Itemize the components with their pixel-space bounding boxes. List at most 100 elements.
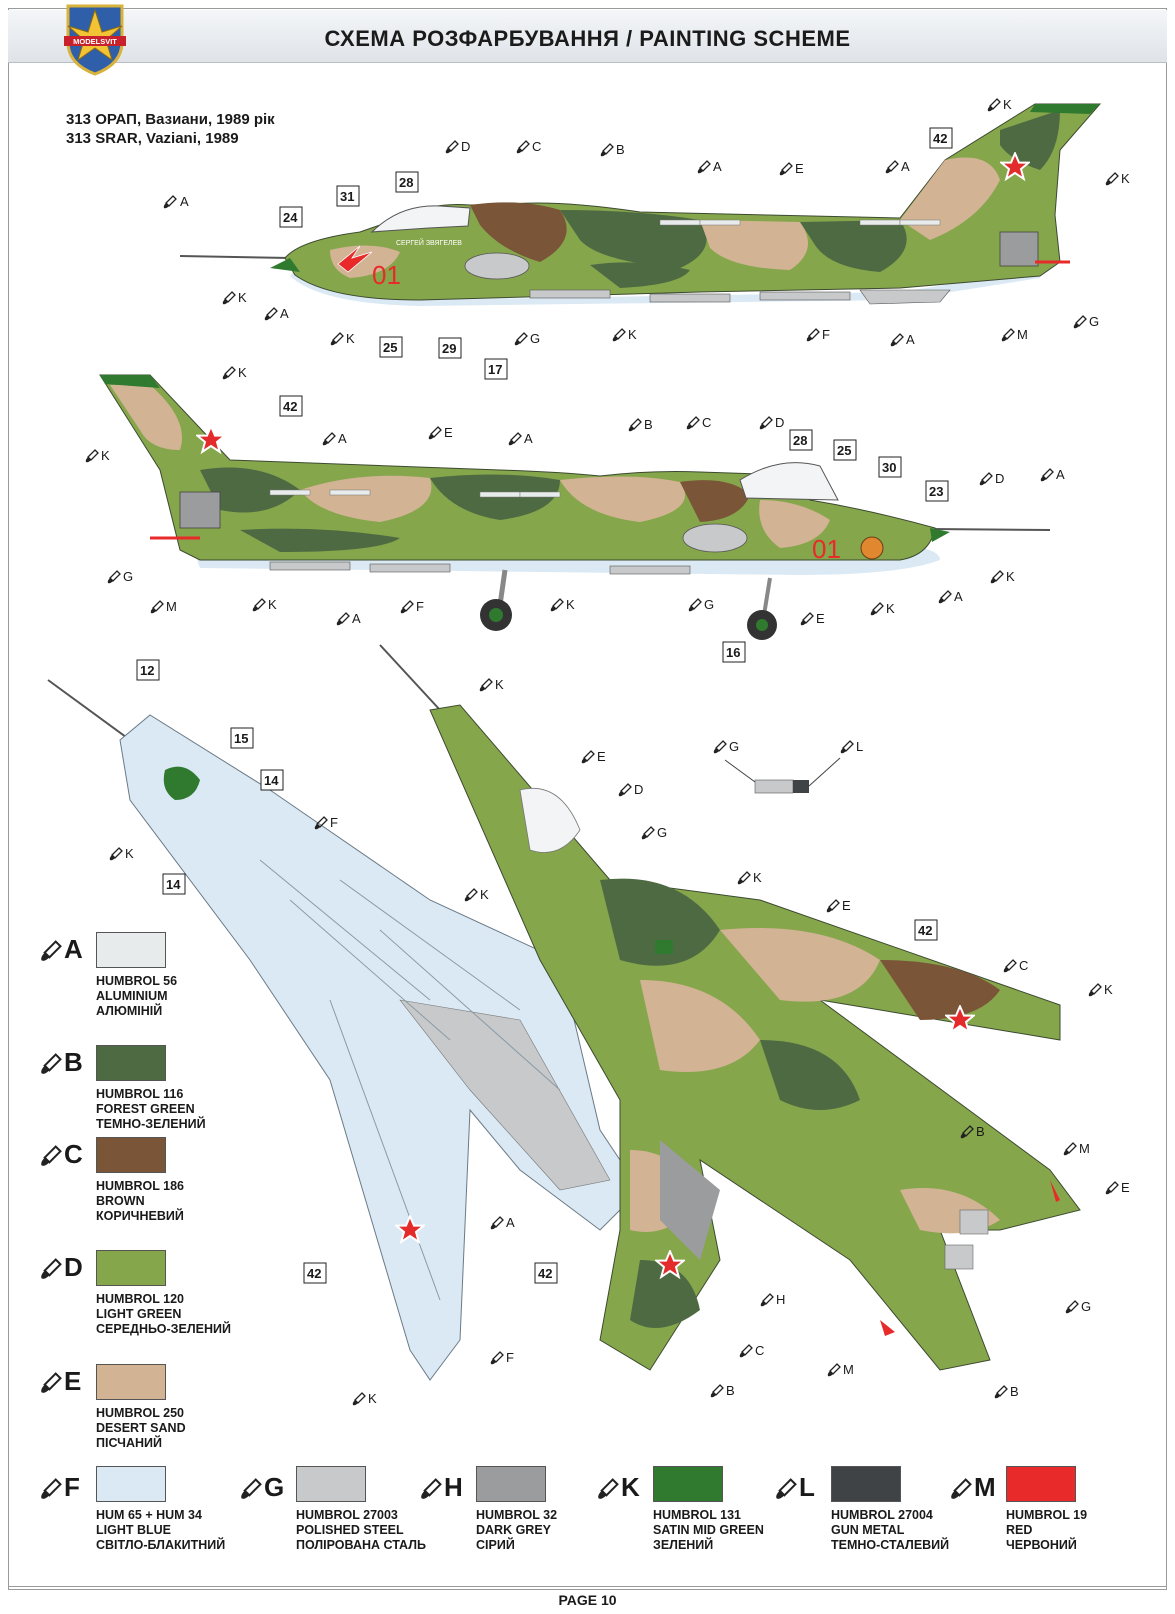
paint-name-en: SATIN MID GREEN (653, 1523, 764, 1537)
paint-letter: M (974, 1472, 996, 1502)
paint-code: HUMBROL 56 (96, 974, 178, 988)
svg-text:K: K (495, 677, 504, 692)
page-number: PAGE 10 (558, 1592, 617, 1608)
decal-box: 25 (833, 439, 857, 461)
paint-letter: E (64, 1366, 82, 1396)
color-swatch (653, 1466, 723, 1502)
svg-text:M: M (1079, 1141, 1090, 1156)
paint-letter: L (799, 1472, 815, 1502)
color-swatch (831, 1466, 901, 1502)
top-callouts: K E D G K E C K B M E G H C B M B G L (479, 677, 1130, 1399)
paint-name-ua: АЛЮМІНІЙ (96, 1004, 163, 1018)
svg-text:F: F (330, 815, 338, 830)
paint-name-en: LIGHT GREEN (96, 1307, 182, 1321)
svg-text:24: 24 (283, 210, 298, 225)
svg-text:C: C (1019, 958, 1028, 973)
top-view (379, 644, 1081, 1371)
svg-text:A: A (180, 194, 189, 209)
svg-text:30: 30 (882, 460, 896, 475)
bottom-callouts: K F K A K F (109, 815, 515, 1406)
svg-text:28: 28 (399, 175, 413, 190)
side2-callouts: K K A E A B C D D A G M K A F G K E K A … (85, 365, 1065, 626)
color-swatch (96, 1364, 166, 1400)
svg-text:K: K (368, 1391, 377, 1406)
decal-box: 28 (789, 429, 813, 451)
svg-text:K: K (125, 846, 134, 861)
svg-text:G: G (1089, 314, 1099, 329)
svg-text:A: A (713, 159, 722, 174)
side1-callouts: A D C B A E A K K A K K G K F A M G (163, 97, 1130, 347)
svg-text:G: G (657, 825, 667, 840)
svg-text:K: K (1121, 171, 1130, 186)
svg-text:25: 25 (383, 340, 397, 355)
paint-name-ua: СЕРЕДНЬО-ЗЕЛЕНИЙ (96, 1322, 231, 1336)
svg-text:G: G (530, 331, 540, 346)
paint-name-en: ALUMINIUM (96, 989, 168, 1003)
paint-name-ua: СІРИЙ (476, 1538, 515, 1552)
page-frame (8, 8, 1167, 1590)
header-bar: СХЕМА РОЗФАРБУВАННЯ / PAINTING SCHEME (8, 10, 1167, 63)
paint-name-ua: КОРИЧНЕВИЙ (96, 1209, 184, 1223)
paint-code: HUMBROL 186 (96, 1179, 184, 1193)
svg-text:E: E (597, 749, 606, 764)
svg-text:42: 42 (538, 1266, 552, 1281)
svg-text:28: 28 (793, 433, 807, 448)
svg-text:M: M (843, 1362, 854, 1377)
paint-name-ua: СВІТЛО-БЛАКИТНИЙ (96, 1538, 226, 1552)
footer-divider (8, 1586, 1167, 1587)
paint-name-en: LIGHT BLUE (96, 1523, 171, 1537)
svg-text:B: B (644, 417, 653, 432)
svg-text:F: F (416, 599, 424, 614)
color-swatch (296, 1466, 366, 1502)
side-view-left: 01 СЕРГЕЙ ЗВЯГЕЛЕВ (179, 103, 1102, 306)
brush-icon (40, 940, 62, 966)
svg-text:E: E (444, 425, 453, 440)
side2-tail-number: 01 (812, 534, 841, 564)
svg-text:42: 42 (918, 923, 932, 938)
svg-text:A: A (338, 431, 347, 446)
decal-box: 16 (722, 641, 746, 663)
paint-code: HUM 65 + HUM 34 (96, 1508, 202, 1522)
decal-box: 28 (395, 171, 419, 193)
svg-text:E: E (1121, 1180, 1130, 1195)
svg-text:K: K (268, 597, 277, 612)
decal-box: 14 (162, 873, 186, 895)
decal-box: 31 (336, 185, 360, 207)
decal-box: 42 (929, 127, 953, 149)
svg-text:K: K (238, 365, 247, 380)
svg-text:42: 42 (307, 1266, 321, 1281)
modelsvit-logo: MODELSVIT (62, 2, 128, 76)
color-swatch (96, 1250, 166, 1286)
decal-box: 42 (914, 919, 938, 941)
svg-text:K: K (238, 290, 247, 305)
svg-text:A: A (1056, 467, 1065, 482)
bottom-view (47, 679, 641, 1381)
brush-icon (950, 1478, 972, 1504)
logo-text: MODELSVIT (73, 37, 117, 46)
decal-box: 24 (279, 206, 303, 228)
brush-icon (240, 1478, 262, 1504)
svg-text:K: K (1003, 97, 1012, 112)
svg-text:K: K (628, 327, 637, 342)
paint-code: HUMBROL 27004 (831, 1508, 933, 1522)
paint-letter: H (444, 1472, 463, 1502)
paint-name-ua: ЧЕРВОНИЙ (1006, 1538, 1077, 1552)
svg-text:G: G (1081, 1299, 1091, 1314)
svg-text:E: E (795, 161, 804, 176)
decal-box: 23 (925, 480, 949, 502)
caption-line-ua: 313 ОРАП, Вазиани, 1989 рік (66, 111, 275, 128)
svg-text:M: M (166, 599, 177, 614)
svg-text:42: 42 (283, 399, 297, 414)
svg-text:B: B (976, 1124, 985, 1139)
side-name-marking: СЕРГЕЙ ЗВЯГЕЛЕВ (396, 238, 462, 247)
svg-text:C: C (702, 415, 711, 430)
brush-icon (775, 1478, 797, 1504)
